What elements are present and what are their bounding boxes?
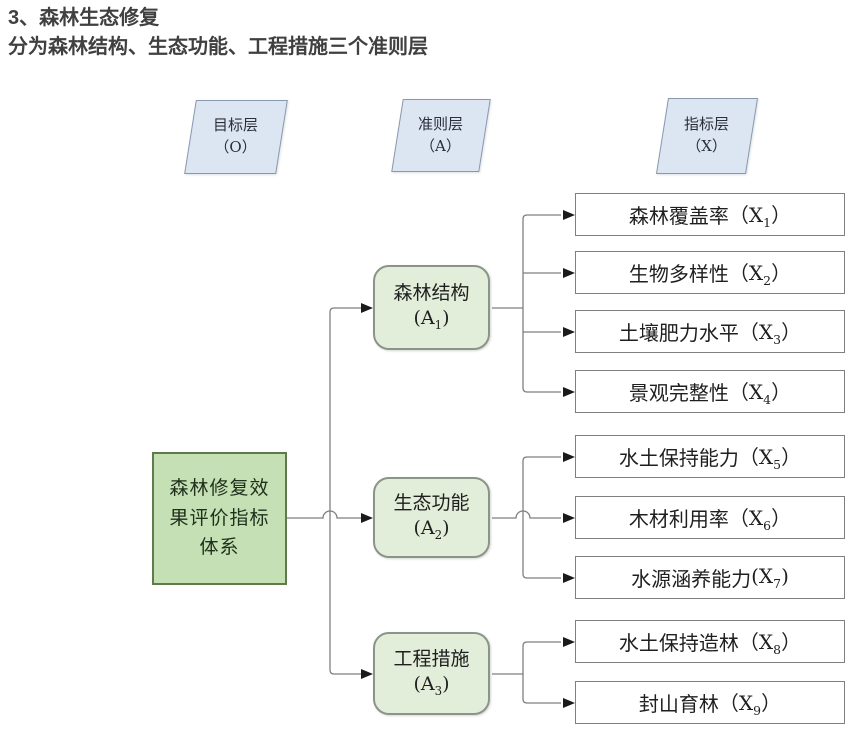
box-code: (X7): [751, 564, 789, 591]
indicator-box-x7: 水源涵养能力(X7): [575, 556, 845, 599]
indicator-box-x2: 生物多样性（X2）: [575, 251, 845, 294]
connector-line: [522, 641, 561, 704]
box-name: 生物多样性: [628, 262, 729, 286]
arrowhead-icon: [361, 303, 373, 313]
box-name: 水源涵养能力: [631, 567, 752, 591]
box-code: （X5）: [738, 445, 802, 472]
box-name: 封山育林: [638, 692, 719, 716]
box-code: （X4）: [728, 380, 792, 407]
box-name: 木材利用率: [628, 507, 729, 531]
arrowhead-icon: [361, 513, 373, 523]
box-name: 水土保持造林: [618, 631, 739, 655]
connector-line: [329, 307, 361, 675]
indicator-box-x9: 封山育林（X9）: [575, 681, 845, 724]
indicator-box-x4: 景观完整性（X4）: [575, 370, 845, 413]
arrowhead-icon: [563, 327, 575, 337]
box-code: （X9）: [718, 691, 782, 718]
legend-goal-parallelogram: 目标层 （O）: [184, 100, 288, 174]
legend-criteria-parallelogram: 准则层 （A）: [391, 99, 491, 172]
arrowhead-icon: [563, 452, 575, 462]
box-name: 生态功能: [393, 491, 470, 514]
indicator-box-x5: 水土保持能力（X5）: [575, 435, 845, 478]
goal-box: 森林修复效果评价指标体系: [152, 452, 287, 585]
legend-indicator-label: 指标层 （X）: [684, 115, 730, 155]
goal-box-label: 森林修复效果评价指标体系: [169, 477, 270, 559]
box-name: 土壤肥力水平: [618, 321, 739, 345]
arrowhead-icon: [563, 637, 575, 647]
criteria-box-a3: 工程措施 (A3): [373, 632, 490, 715]
page-subtitle: 分为森林结构、生态功能、工程措施三个准则层: [8, 36, 428, 58]
page-title: 3、森林生态修复: [8, 7, 160, 29]
indicator-box-x8: 水土保持造林（X8）: [575, 620, 845, 663]
indicator-box-x3: 土壤肥力水平（X3）: [575, 310, 845, 353]
legend-goal-label: 目标层 （O）: [213, 116, 259, 156]
arrowhead-icon: [563, 210, 575, 220]
arrowhead-icon: [361, 669, 373, 679]
box-name: 森林结构: [393, 281, 470, 304]
arrowhead-icon: [563, 573, 575, 583]
box-name: 景观完整性: [628, 381, 729, 405]
box-code: (A2): [413, 517, 450, 543]
connector-line: [522, 214, 561, 393]
box-name: 森林覆盖率: [628, 204, 729, 228]
criteria-box-a2: 生态功能 (A2): [373, 477, 490, 558]
box-code: （X1）: [728, 203, 792, 230]
box-code: （X2）: [728, 261, 792, 288]
box-code: （X6）: [728, 506, 792, 533]
arrowhead-icon: [563, 268, 575, 278]
legend-indicator-parallelogram: 指标层 （X）: [655, 98, 759, 174]
connector-line: [492, 510, 561, 519]
connector-line: [287, 510, 361, 519]
title-block: 3、森林生态修复 分为森林结构、生态功能、工程措施三个准则层: [8, 4, 428, 62]
legend-criteria-label: 准则层 （A）: [418, 114, 464, 155]
box-code: （X8）: [738, 630, 802, 657]
connector-line: [522, 456, 561, 579]
arrowhead-icon: [563, 387, 575, 397]
box-name: 工程措施: [393, 647, 470, 670]
indicator-box-x6: 木材利用率（X6）: [575, 496, 845, 539]
criteria-box-a1: 森林结构 (A1): [373, 265, 490, 350]
box-name: 水土保持能力: [618, 446, 739, 470]
box-code: (A1): [413, 307, 450, 333]
box-code: （X3）: [738, 320, 802, 347]
arrowhead-icon: [563, 513, 575, 523]
box-code: (A3): [413, 673, 450, 699]
indicator-box-x1: 森林覆盖率（X1）: [575, 193, 845, 236]
arrowhead-icon: [563, 698, 575, 708]
